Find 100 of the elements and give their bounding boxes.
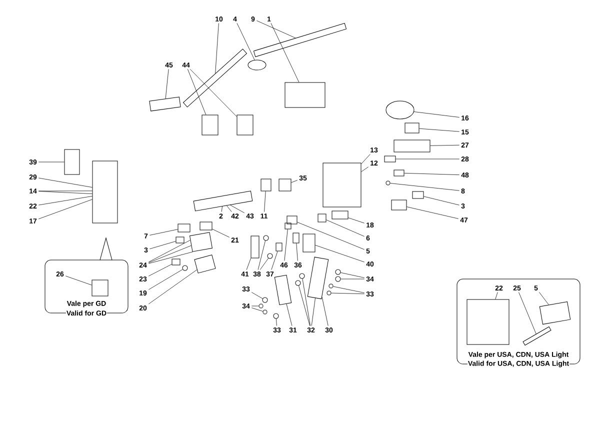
leader-line	[419, 128, 460, 132]
leader-line	[404, 172, 460, 176]
part-drawing	[332, 210, 348, 220]
part-drawing	[193, 190, 253, 212]
part-drawing	[149, 96, 181, 112]
part-drawing	[335, 276, 341, 282]
leader-line	[276, 318, 277, 326]
part-drawing	[263, 235, 269, 241]
leader-line	[495, 292, 498, 300]
leader-line	[340, 272, 365, 278]
leader-line	[286, 304, 292, 326]
leader-line	[361, 154, 370, 164]
leader-line	[212, 228, 230, 238]
part-drawing	[394, 140, 430, 152]
leader-line	[251, 292, 263, 299]
leader-line	[302, 278, 310, 326]
leader-line	[284, 229, 288, 261]
part-drawing	[194, 254, 216, 274]
leader-line	[165, 69, 169, 99]
leader-line	[187, 68, 206, 115]
part-drawing	[326, 290, 332, 296]
leader-line	[298, 285, 310, 326]
leader-line	[539, 292, 549, 305]
part-drawing	[92, 160, 118, 224]
leader-line	[390, 183, 460, 191]
part-drawing	[539, 301, 571, 325]
part-drawing	[386, 100, 414, 120]
part-drawing	[190, 232, 212, 252]
part-drawing	[318, 214, 326, 222]
leader-line	[258, 240, 266, 270]
part-drawing	[299, 273, 305, 279]
part-drawing	[286, 216, 298, 224]
leader-line	[38, 199, 92, 220]
leader-line	[315, 244, 365, 262]
leader-line	[190, 68, 237, 117]
leader-line	[430, 144, 460, 146]
leader-line	[264, 191, 266, 212]
part-drawing	[412, 191, 424, 199]
leader-line	[518, 292, 536, 334]
part-drawing	[292, 232, 300, 244]
part-drawing	[307, 256, 329, 300]
part-drawing	[522, 326, 552, 346]
leader-line	[291, 180, 298, 183]
leader-line	[296, 243, 298, 261]
part-drawing	[202, 114, 218, 136]
leader-line	[38, 191, 92, 194]
part-drawing	[248, 60, 266, 70]
leader-line	[236, 22, 255, 60]
part-drawing	[273, 313, 279, 319]
leader-line	[256, 20, 296, 38]
leader-line	[148, 245, 192, 263]
part-drawing	[182, 265, 188, 271]
part-drawing	[394, 170, 404, 176]
leader-line	[148, 240, 190, 262]
part-drawing	[274, 274, 292, 306]
leader-line	[148, 264, 172, 276]
part-drawing	[328, 284, 334, 288]
leader-line	[340, 278, 365, 280]
leader-line	[333, 286, 365, 294]
leader-line	[311, 298, 316, 326]
leader-line	[226, 205, 232, 212]
leader-line	[361, 166, 369, 172]
part-drawing	[183, 48, 247, 108]
part-drawing	[391, 200, 407, 210]
leader-line	[297, 222, 364, 250]
leader-line	[230, 204, 245, 214]
leader-line	[271, 251, 278, 270]
leader-line	[150, 241, 176, 250]
leader-line	[406, 206, 459, 219]
part-drawing	[404, 122, 420, 134]
part-drawing	[178, 224, 190, 232]
part-drawing	[172, 258, 180, 266]
part-drawing	[262, 310, 268, 314]
part-drawing	[267, 253, 273, 259]
part-drawing	[253, 23, 347, 57]
leader-line	[331, 292, 365, 294]
leader-line	[414, 112, 460, 118]
leader-line	[38, 196, 92, 206]
leader-line	[260, 258, 269, 270]
leader-line	[38, 178, 92, 188]
leader-line	[424, 196, 460, 206]
part-drawing	[236, 114, 254, 136]
leader-line	[348, 218, 365, 224]
part-drawing	[466, 299, 510, 345]
part-drawing	[258, 304, 264, 308]
leader-line	[215, 23, 219, 74]
part-drawing	[384, 156, 396, 162]
part-drawing	[322, 162, 362, 208]
part-drawing	[276, 242, 282, 252]
leader-line	[221, 206, 222, 212]
leader-line	[326, 220, 364, 237]
leader-line	[148, 270, 198, 304]
part-drawing	[295, 280, 301, 286]
leader-line	[396, 158, 460, 160]
part-drawing	[260, 178, 272, 192]
part-drawing	[284, 82, 326, 108]
part-drawing	[278, 178, 292, 192]
leader-line	[148, 252, 193, 264]
part-drawing	[176, 236, 184, 244]
part-drawing	[200, 222, 212, 230]
